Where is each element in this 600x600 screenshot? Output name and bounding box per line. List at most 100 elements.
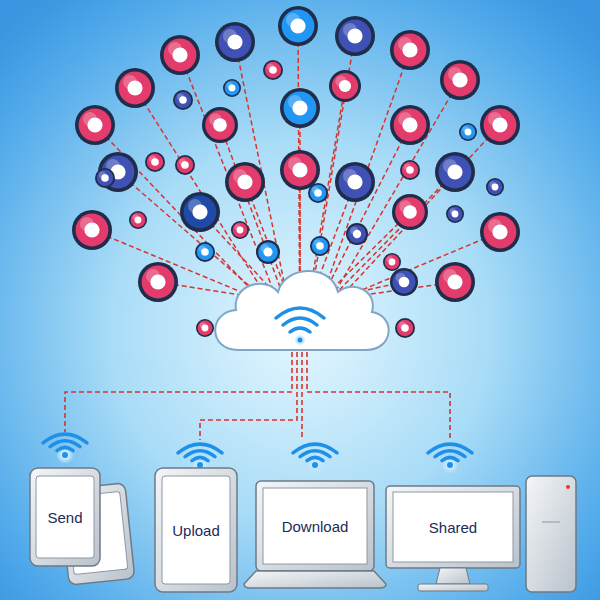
icon-glyph: [127, 80, 142, 95]
icon-rim: [256, 240, 280, 264]
icon-face: [439, 266, 472, 299]
icon-glyph: [237, 227, 244, 234]
icon-glyph: [292, 162, 307, 177]
icon-face: [395, 197, 425, 227]
icon-rim: [335, 162, 375, 202]
tablet: [155, 468, 237, 592]
tablet-body: [155, 468, 237, 592]
icon-face: [397, 320, 413, 336]
laptop: [244, 481, 386, 588]
desktop: [386, 476, 576, 592]
icon-rim: [160, 35, 200, 75]
icon-face: [484, 109, 517, 142]
monitor-neck: [436, 568, 470, 584]
drive-slot: [542, 522, 560, 523]
icon-rim: [383, 253, 401, 271]
icon-glyph: [181, 161, 189, 169]
dashed-link: [135, 88, 269, 300]
wifi-arc: [442, 457, 458, 460]
icon-glyph: [406, 166, 414, 174]
wifi-arc: [293, 444, 337, 453]
dashed-link: [321, 50, 410, 300]
cloud: [215, 271, 388, 350]
icon-glyph: [292, 100, 307, 115]
dashed-link: [301, 352, 303, 440]
icon-face: [205, 110, 235, 140]
icon-glyph: [402, 42, 417, 57]
wifi-dot: [298, 338, 303, 343]
icon-face: [233, 223, 248, 238]
screen-label: Upload: [172, 522, 220, 539]
icon-face: [219, 26, 252, 59]
icon-rim: [180, 192, 220, 232]
icon-rim: [202, 107, 238, 143]
icon-glyph: [290, 18, 305, 33]
icon-glyph: [201, 248, 209, 256]
dashed-link: [220, 125, 285, 300]
icon-face: [332, 73, 358, 99]
icon-face: [339, 166, 372, 199]
dashed-link: [200, 352, 297, 440]
icon-glyph: [465, 129, 472, 136]
icon-glyph: [263, 247, 272, 256]
wifi-dot: [447, 462, 453, 468]
icon-glyph: [87, 117, 102, 132]
icon-glyph: [401, 324, 409, 332]
icon-rim: [278, 6, 318, 46]
icon-rim: [175, 155, 195, 175]
icon-face: [444, 64, 477, 97]
phones: [30, 468, 135, 585]
icon-rim: [435, 262, 475, 302]
icon-face: [348, 225, 366, 243]
icon-face: [175, 92, 191, 108]
icon-glyph: [101, 174, 109, 182]
laptop-lid: [256, 481, 374, 571]
glow-dot: [56, 446, 74, 464]
icon-glyph: [447, 164, 462, 179]
device-screen: Shared: [393, 492, 513, 562]
icon-face: [439, 156, 472, 189]
power-led: [566, 485, 570, 489]
screen-label: Send: [47, 509, 82, 526]
icon-face: [119, 72, 152, 105]
icon-rim: [335, 16, 375, 56]
icon-glyph: [447, 274, 462, 289]
monitor-screen: [393, 492, 513, 562]
monitor: [386, 486, 520, 568]
icon-rim: [440, 60, 480, 100]
icon-rim: [400, 160, 420, 180]
tablet-screen: [162, 476, 230, 584]
icon-rim: [395, 318, 415, 338]
icon-face: [394, 109, 427, 142]
icon-glyph: [314, 189, 322, 197]
wifi-arc: [435, 451, 465, 457]
icon-glyph: [403, 205, 417, 219]
icon-face: [164, 39, 197, 72]
icon-face: [265, 62, 281, 78]
icon-glyph: [452, 211, 459, 218]
icon-rim: [480, 212, 520, 252]
icon-face: [394, 34, 427, 67]
monitor-stand: [418, 584, 488, 591]
icon-face: [258, 242, 278, 262]
dashed-link: [338, 125, 500, 300]
icon-rim: [145, 152, 165, 172]
wifi-arc: [307, 457, 323, 460]
screen-label: Shared: [429, 519, 477, 536]
icon-glyph: [347, 174, 362, 189]
icon-glyph: [202, 325, 209, 332]
icon-glyph: [135, 217, 142, 224]
icon-face: [142, 266, 175, 299]
wifi-dot: [197, 462, 203, 468]
icon-face: [402, 162, 418, 178]
device-wifi: [43, 434, 472, 474]
icon-rim: [231, 221, 249, 239]
icon-glyph: [316, 242, 324, 250]
icon-rim: [390, 105, 430, 145]
laptop-screen: [263, 488, 367, 564]
icon-rim: [215, 22, 255, 62]
icon-rim: [486, 178, 504, 196]
screen-label: Download: [282, 518, 349, 535]
phone-front: [30, 468, 100, 566]
icon-face: [284, 92, 317, 125]
